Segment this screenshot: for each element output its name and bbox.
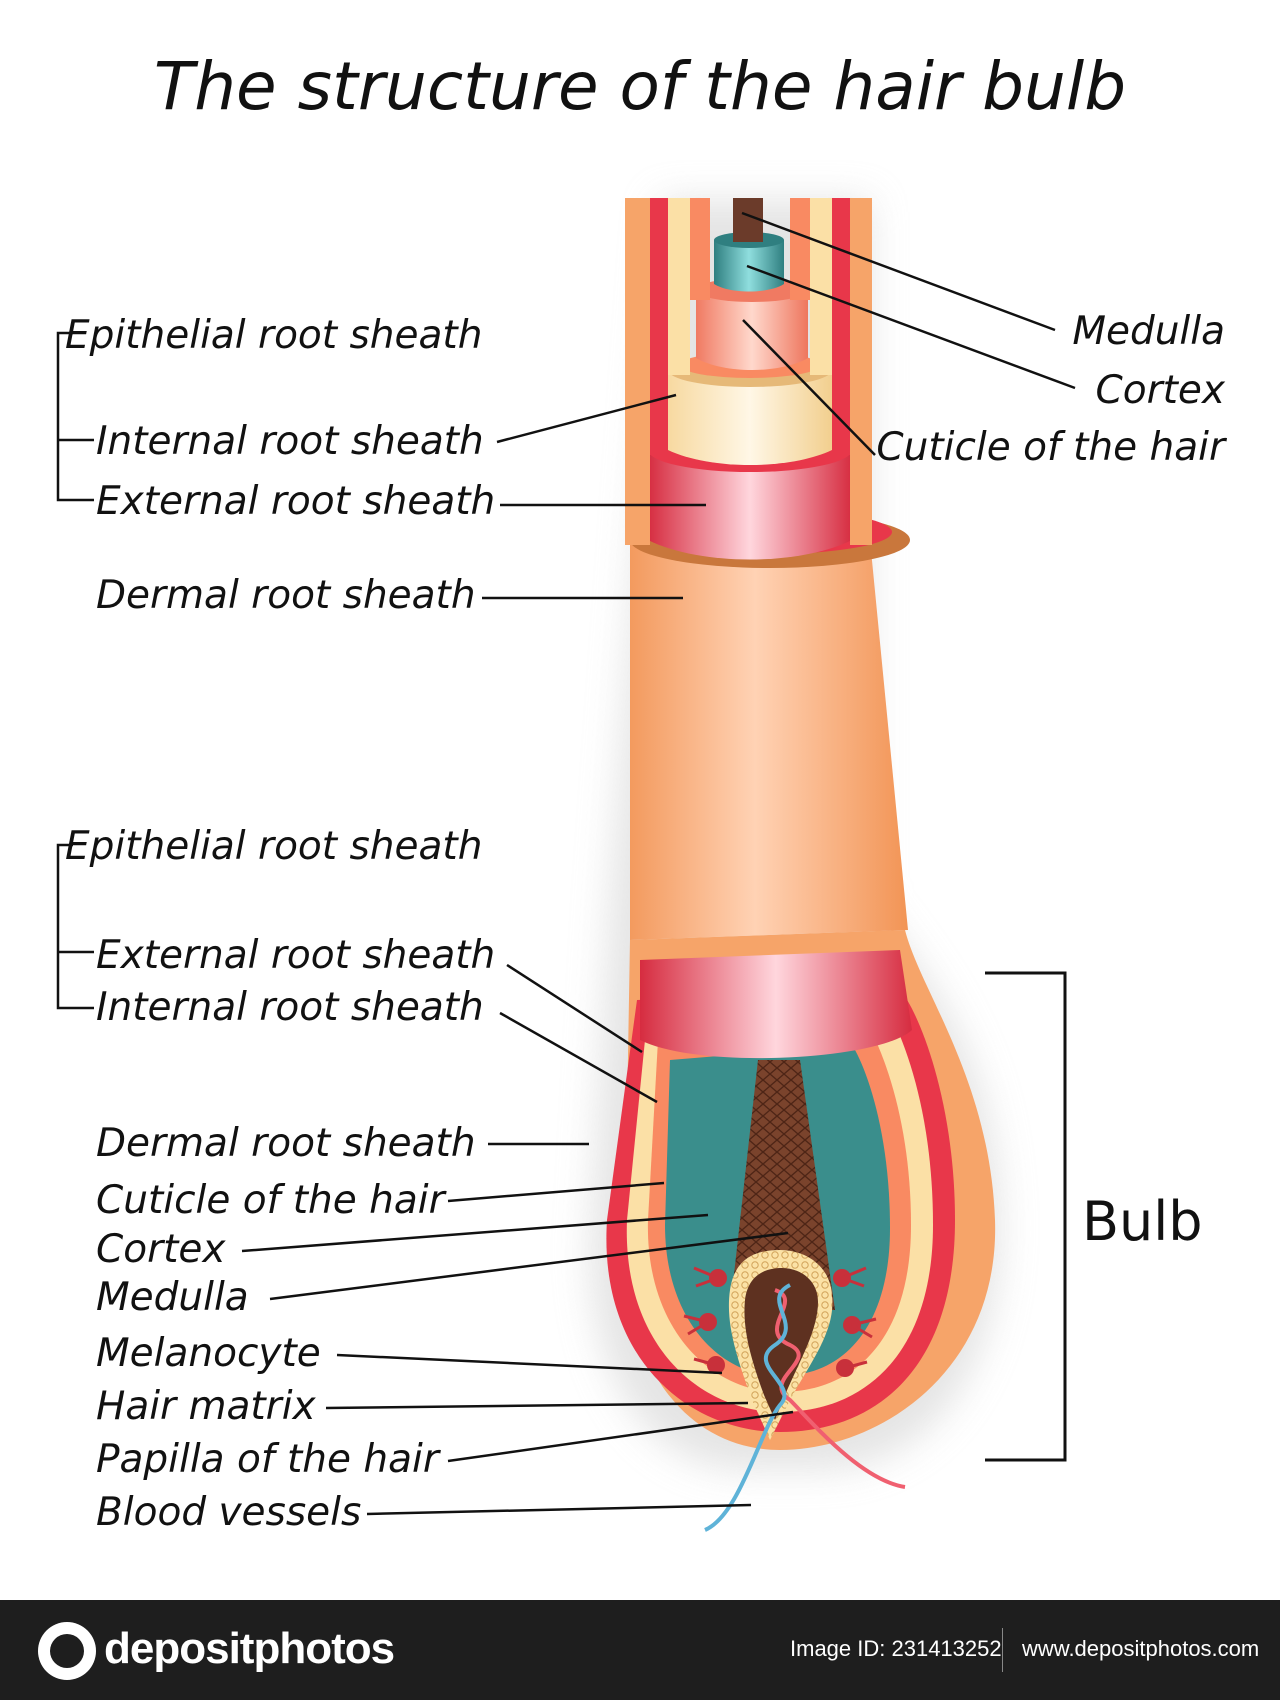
label-cuticle-top: Cuticle of the hair bbox=[876, 425, 1225, 470]
top-cut-strips bbox=[625, 198, 872, 545]
label-hair-matrix: Hair matrix bbox=[96, 1384, 316, 1429]
footer-image-id: Image ID: 231413252 bbox=[790, 1636, 1002, 1661]
waist-external-ring bbox=[640, 950, 912, 1059]
leader-lines bbox=[241, 211, 1076, 1516]
bracket-top bbox=[56, 331, 94, 502]
bracket-middle bbox=[56, 843, 94, 1010]
bulb-medulla-column bbox=[730, 1060, 835, 1310]
label-external-top: External root sheath bbox=[96, 479, 496, 524]
papilla-shape bbox=[744, 1268, 818, 1420]
label-internal-mid: Internal root sheath bbox=[96, 985, 484, 1030]
label-cortex-top: Cortex bbox=[1095, 368, 1226, 413]
label-dermal-bottom: Dermal root sheath bbox=[96, 1121, 476, 1166]
label-medulla-bottom: Medulla bbox=[96, 1275, 249, 1320]
label-melanocyte: Melanocyte bbox=[96, 1331, 321, 1376]
label-epithelial-mid: Epithelial root sheath bbox=[65, 824, 483, 869]
footer-site-link[interactable]: www.depositphotos.com bbox=[1022, 1636, 1260, 1661]
footer-bar: depositphotos Image ID: 231413252 www.de… bbox=[0, 1600, 1280, 1700]
label-epithelial-top: Epithelial root sheath bbox=[65, 313, 483, 358]
label-cuticle-bottom: Cuticle of the hair bbox=[96, 1178, 445, 1223]
bulb-bracket bbox=[985, 971, 1067, 1462]
footer-divider bbox=[1002, 1628, 1003, 1672]
label-dermal-top: Dermal root sheath bbox=[96, 573, 476, 618]
shaft-external-sheath bbox=[648, 450, 852, 560]
footer-brand[interactable]: depositphotos bbox=[104, 1624, 395, 1673]
label-cortex-bottom: Cortex bbox=[96, 1227, 226, 1272]
blood-vessel-red bbox=[774, 1288, 906, 1489]
label-papilla: Papilla of the hair bbox=[96, 1437, 439, 1482]
hair-bulb-illustration bbox=[56, 198, 1076, 1532]
shaft-dermal-sheath bbox=[630, 540, 908, 940]
melanocyte-cluster bbox=[683, 1266, 877, 1377]
label-external-mid: External root sheath bbox=[96, 933, 496, 978]
label-internal-top: Internal root sheath bbox=[96, 419, 484, 464]
blood-vessel-blue bbox=[704, 1283, 792, 1532]
label-bulb: Bulb bbox=[1082, 1190, 1203, 1253]
label-blood-vessels: Blood vessels bbox=[96, 1490, 362, 1535]
diagram-title: The structure of the hair bulb bbox=[153, 48, 1127, 125]
label-medulla-top: Medulla bbox=[1072, 309, 1225, 354]
depositphotos-logo-icon bbox=[38, 1622, 96, 1680]
shaft-internal-sheath bbox=[668, 370, 832, 465]
